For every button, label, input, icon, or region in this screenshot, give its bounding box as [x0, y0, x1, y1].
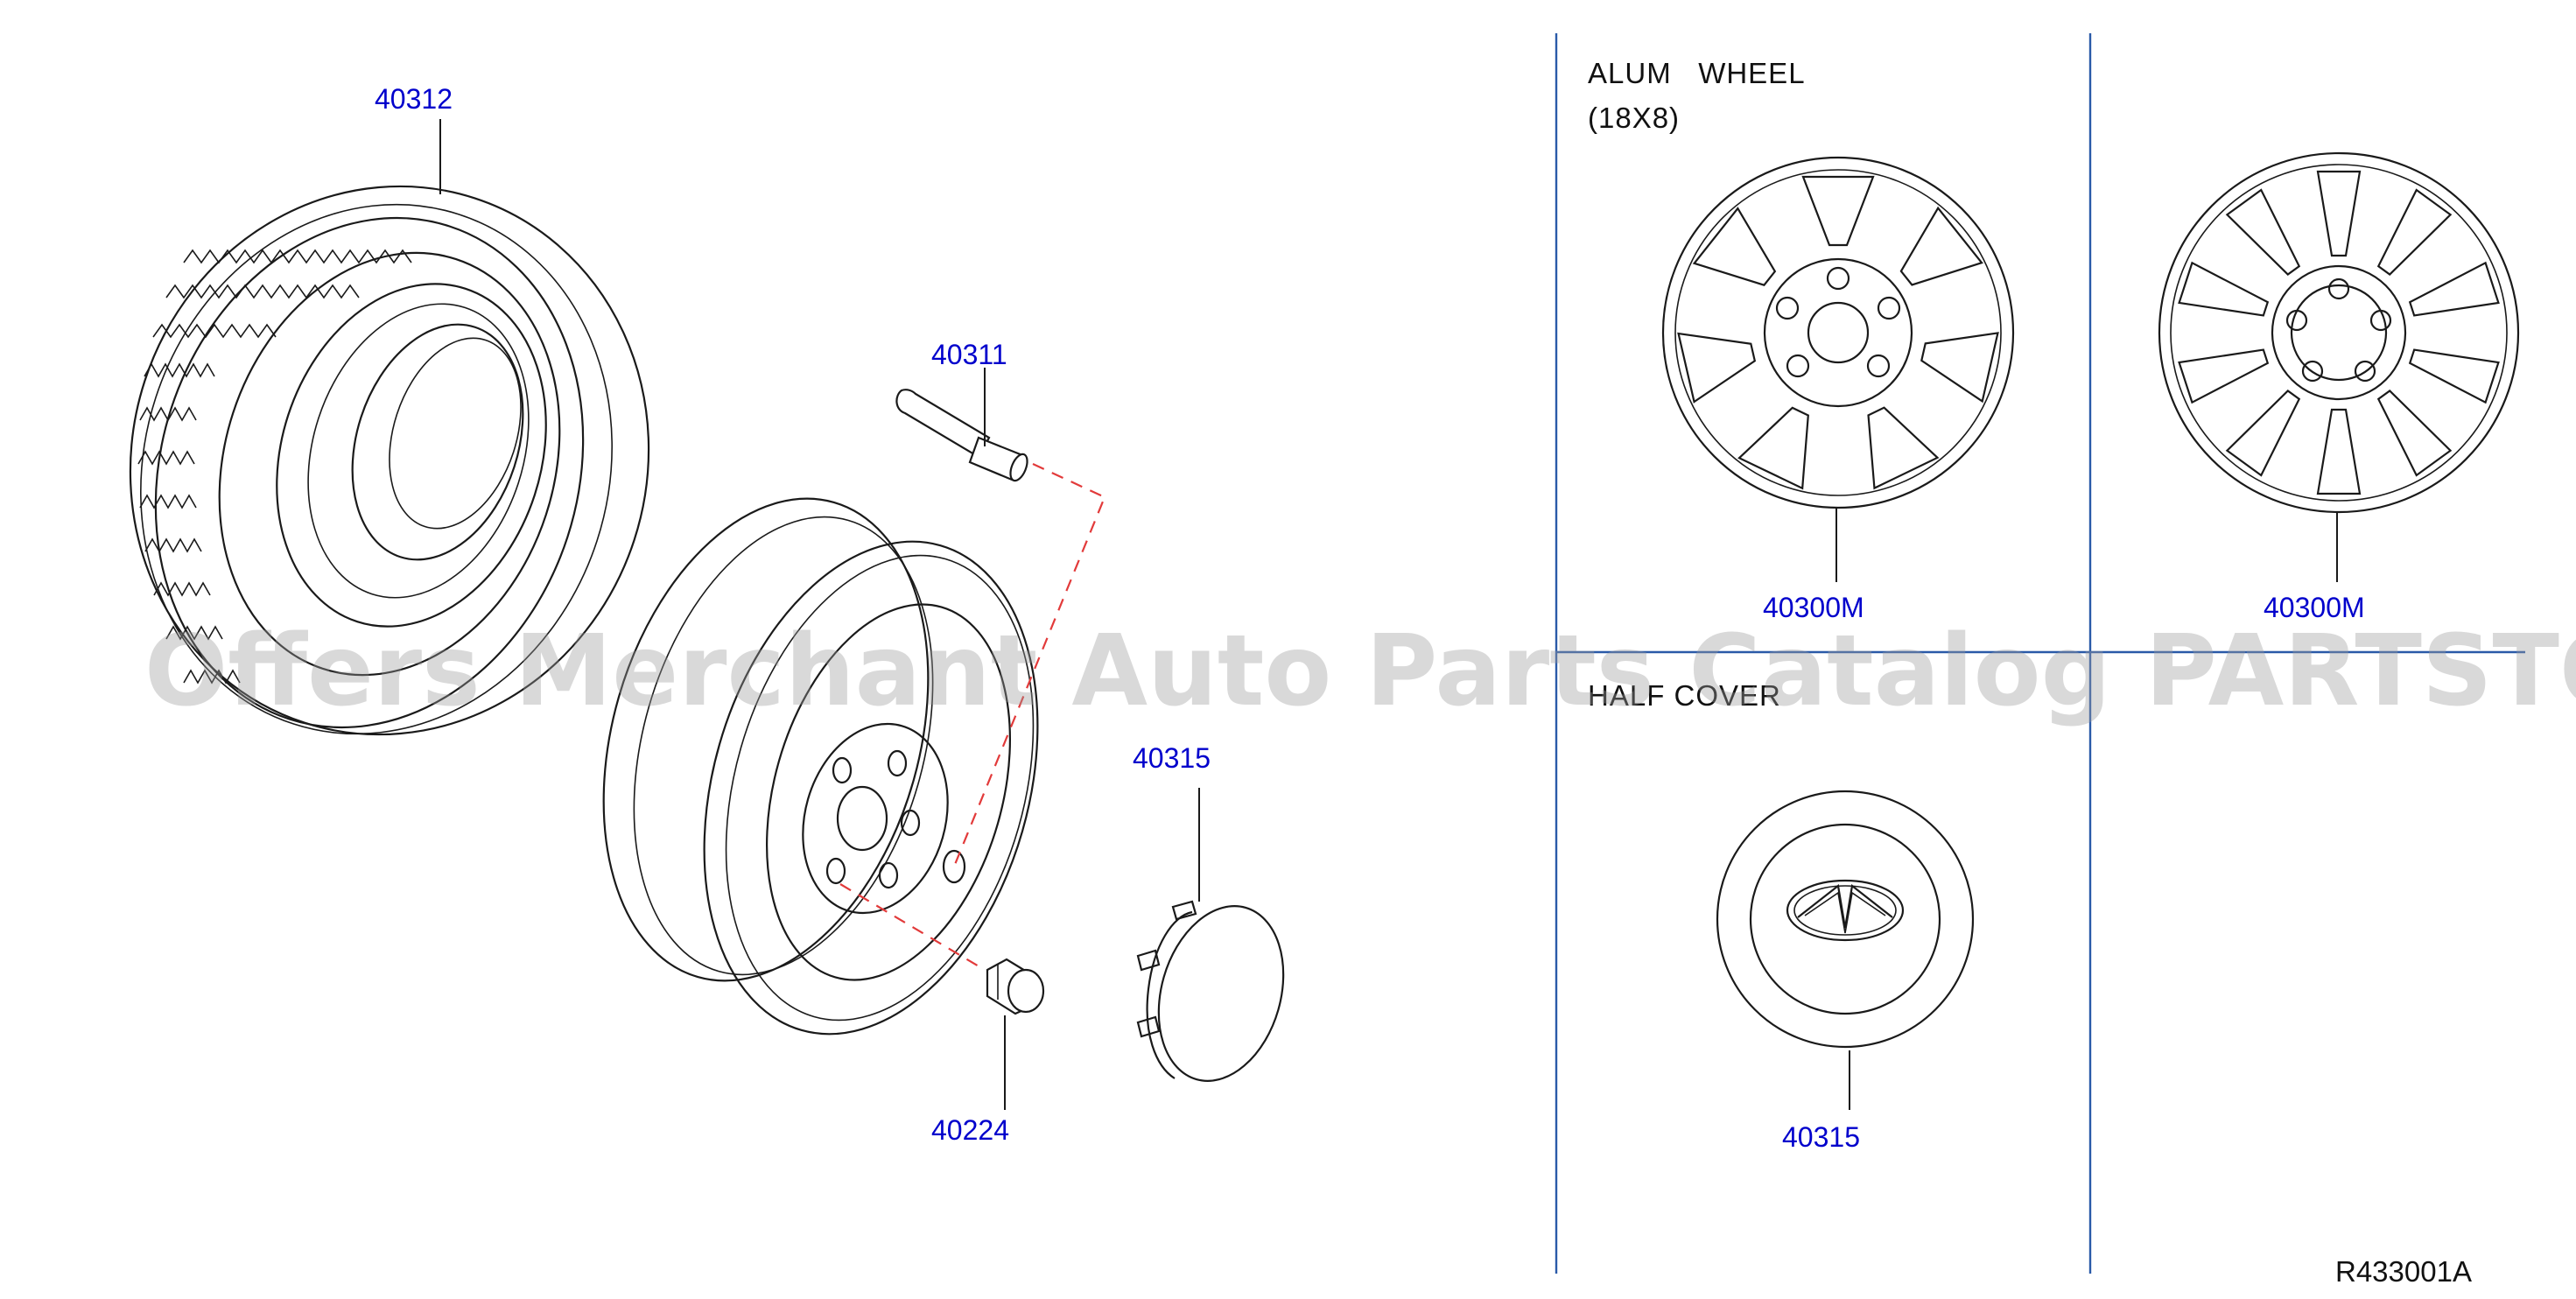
part-number-tire[interactable]: 40312 — [375, 83, 453, 115]
note-wheel-size: (18X8) — [1588, 102, 1680, 134]
reference-code: R433001A — [2335, 1255, 2472, 1288]
center-cover-drawing — [1716, 790, 1975, 1049]
part-number-hub-cap[interactable]: 40315 — [1133, 742, 1211, 774]
part-number-valve[interactable]: 40311 — [931, 339, 1007, 370]
watermark: Offers Merchant Auto Parts Catalog PARTS… — [144, 614, 2576, 728]
valve-drawing — [895, 389, 1028, 482]
valve-guide — [952, 463, 1106, 867]
steel-wheel-drawing — [602, 497, 1039, 1036]
note-half-cover: HALF COVER — [1588, 679, 1781, 712]
infiniti-logo — [1786, 879, 1905, 942]
hub-cap-drawing — [1136, 900, 1285, 1082]
part-number-alum-wheel-2[interactable]: 40300M — [2264, 592, 2365, 623]
nut-drawing — [986, 958, 1045, 1015]
part-number-center-cover[interactable]: 40315 — [1782, 1121, 1860, 1153]
panel-dividers — [1555, 33, 2525, 1274]
tire-drawing — [129, 185, 650, 736]
alum-wheel-1-drawing — [1661, 156, 2015, 509]
note-alum-wheel: ALUM WHEEL — [1588, 57, 1806, 89]
part-number-alum-wheel-1[interactable]: 40300M — [1763, 592, 1864, 623]
part-number-nut[interactable]: 40224 — [931, 1114, 1009, 1146]
nut-guide — [839, 883, 981, 968]
alum-wheel-2-drawing — [2158, 151, 2520, 514]
